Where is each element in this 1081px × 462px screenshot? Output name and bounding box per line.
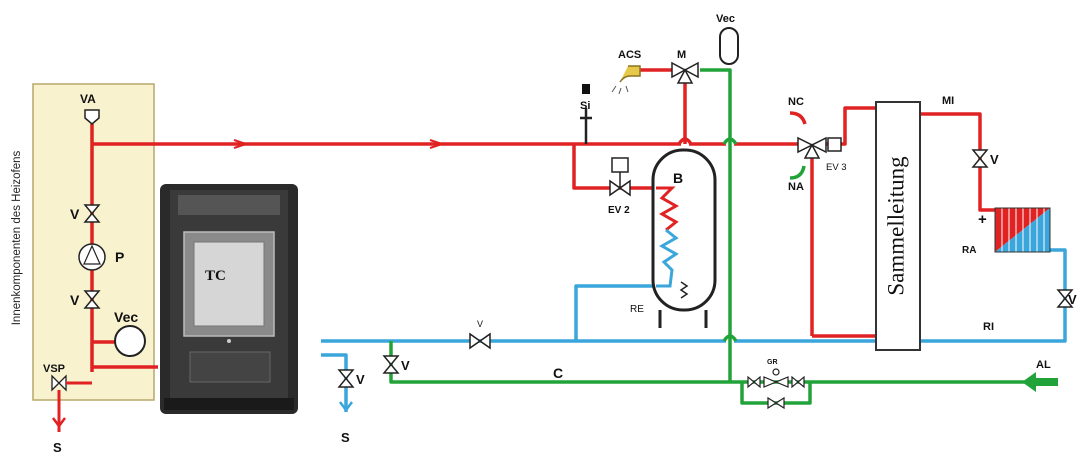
valve-icon	[83, 290, 101, 309]
label-vec-top: Vec	[716, 13, 735, 25]
label-v-upper: V	[70, 206, 80, 222]
pipe-bridge	[677, 137, 693, 145]
cold-pipes	[321, 248, 1067, 412]
pump-arrow	[83, 244, 101, 265]
pipe-bridge	[722, 334, 738, 342]
label-s-mid: S	[341, 430, 350, 445]
funnel-icon	[52, 417, 66, 429]
tap-icon	[619, 65, 641, 83]
pipe-bridge	[722, 137, 738, 145]
three-way-valve-ev3-icon	[797, 136, 842, 159]
label-na: NA	[788, 181, 804, 193]
label-ri: RI	[983, 321, 994, 333]
stove	[160, 184, 298, 414]
valve-icon	[83, 204, 101, 223]
manifold-box	[875, 101, 921, 351]
gr-valve-group	[747, 368, 805, 410]
heating-element-icon	[679, 281, 689, 299]
safety-valve-icon	[51, 374, 92, 392]
valve-icon	[337, 369, 355, 388]
label-re: RE	[630, 304, 644, 315]
label-p: P	[115, 249, 124, 265]
solenoid-valve-ev2-icon	[609, 157, 631, 197]
flow-arrow	[233, 139, 250, 149]
label-vec-inner: Vec	[114, 309, 138, 325]
safety-valve-si-icon	[582, 84, 590, 94]
label-si: Si	[580, 100, 590, 112]
funnel-icon	[339, 401, 353, 413]
label-v-cold-line: V	[477, 319, 483, 329]
label-ev2: EV 2	[608, 205, 630, 216]
label-v-lower: V	[70, 292, 80, 308]
inlet-arrow-icon	[1022, 372, 1058, 392]
label-mi: MI	[942, 95, 954, 107]
boiler-legs	[658, 310, 708, 328]
flow-arrow	[429, 139, 446, 149]
expansion-vessel-icon	[114, 325, 146, 357]
label-s-left: S	[53, 440, 62, 455]
label-ra: RA	[962, 245, 976, 256]
label-tc: TC	[205, 268, 226, 284]
label-plus: +	[978, 211, 987, 228]
label-manifold: Sammelleitung	[883, 156, 908, 296]
valve-icon	[382, 355, 400, 374]
valve-icon	[469, 332, 491, 350]
boiler-coil-hot	[656, 186, 680, 232]
boiler-coil-cold	[656, 228, 679, 288]
label-v-cold-drop: V	[401, 358, 410, 373]
mixer-valve-icon	[671, 61, 699, 84]
tap-drops	[611, 85, 629, 95]
label-va: VA	[80, 92, 96, 106]
label-v-drain: V	[356, 372, 365, 387]
expansion-vessel-top-icon	[719, 27, 739, 65]
label-v-mi: V	[990, 152, 999, 167]
label-m: M	[677, 49, 686, 61]
label-gr: GR	[767, 359, 778, 366]
valve-icon	[971, 149, 989, 168]
label-v-ri: V	[1068, 292, 1077, 307]
side-label: Innenkomponenten des Heizofens	[11, 150, 23, 325]
air-vent-icon	[84, 109, 100, 125]
label-c: C	[553, 365, 563, 381]
label-ev3: EV 3	[826, 162, 847, 173]
radiator-icon	[994, 207, 1051, 253]
label-nc: NC	[788, 96, 804, 108]
label-acs: ACS	[618, 49, 641, 61]
label-vsp: VSP	[43, 363, 65, 375]
valve-icon	[1056, 289, 1074, 308]
label-al: AL	[1036, 359, 1051, 371]
label-b: B	[673, 170, 683, 186]
